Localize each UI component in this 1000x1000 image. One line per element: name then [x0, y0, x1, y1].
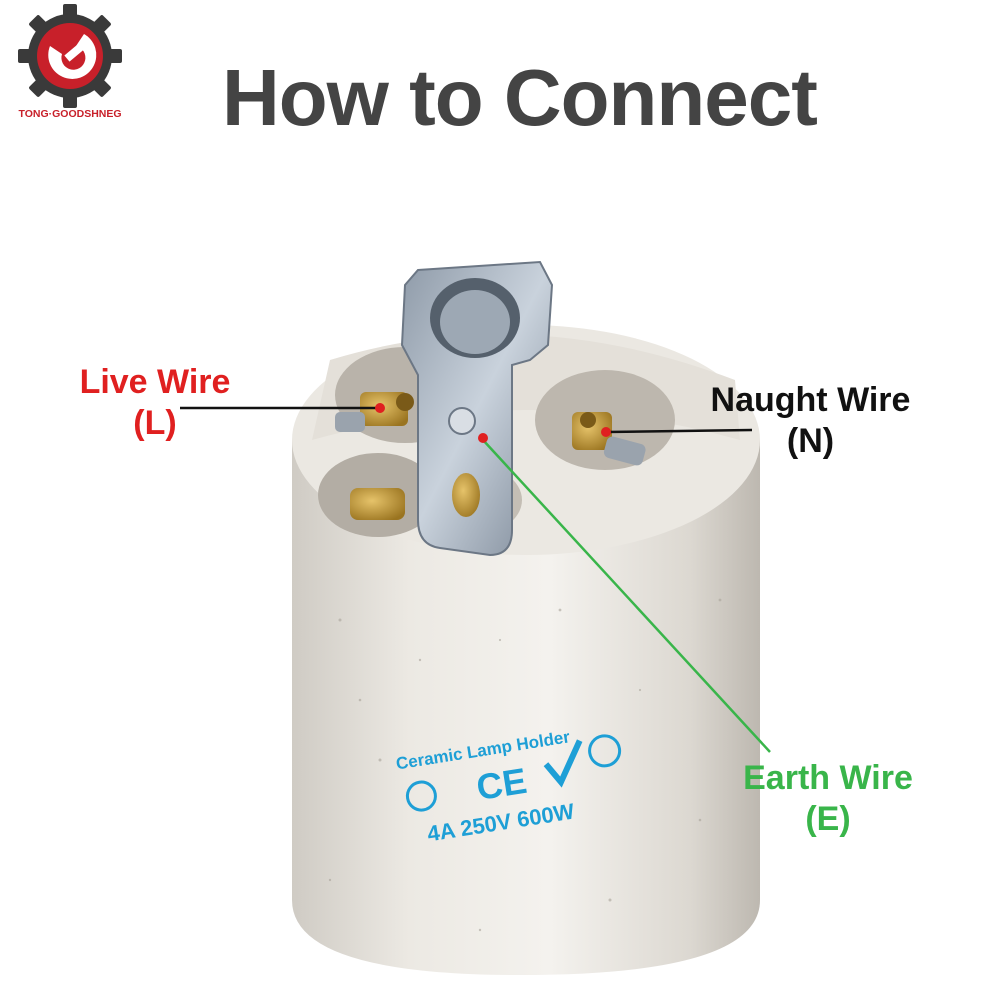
naught-wire-code: (N)	[786, 421, 835, 460]
naught-wire-point	[601, 427, 611, 437]
gear-logo-icon	[18, 4, 122, 108]
earth-wire-leader	[482, 439, 771, 753]
earth-wire-code: (E)	[805, 799, 851, 838]
ce-mark: CE	[474, 760, 530, 808]
brand-name: TONG·GOODSHNEG	[18, 108, 122, 120]
live-wire-name: Live Wire	[79, 363, 231, 401]
naught-wire-name: Naught Wire	[710, 381, 911, 419]
earth-wire-label: Earth Wire (E)	[718, 758, 938, 840]
live-wire-point	[375, 403, 385, 413]
earth-wire-name: Earth Wire	[743, 759, 913, 797]
earth-wire-point	[478, 433, 488, 443]
page-title: How to Connect	[222, 53, 818, 142]
ceramic-body	[292, 440, 760, 975]
live-wire-label: Live Wire (L)	[60, 362, 250, 444]
live-wire-code: (L)	[133, 403, 177, 442]
naught-wire-leader	[605, 428, 753, 434]
naught-wire-label: Naught Wire (N)	[688, 380, 933, 462]
